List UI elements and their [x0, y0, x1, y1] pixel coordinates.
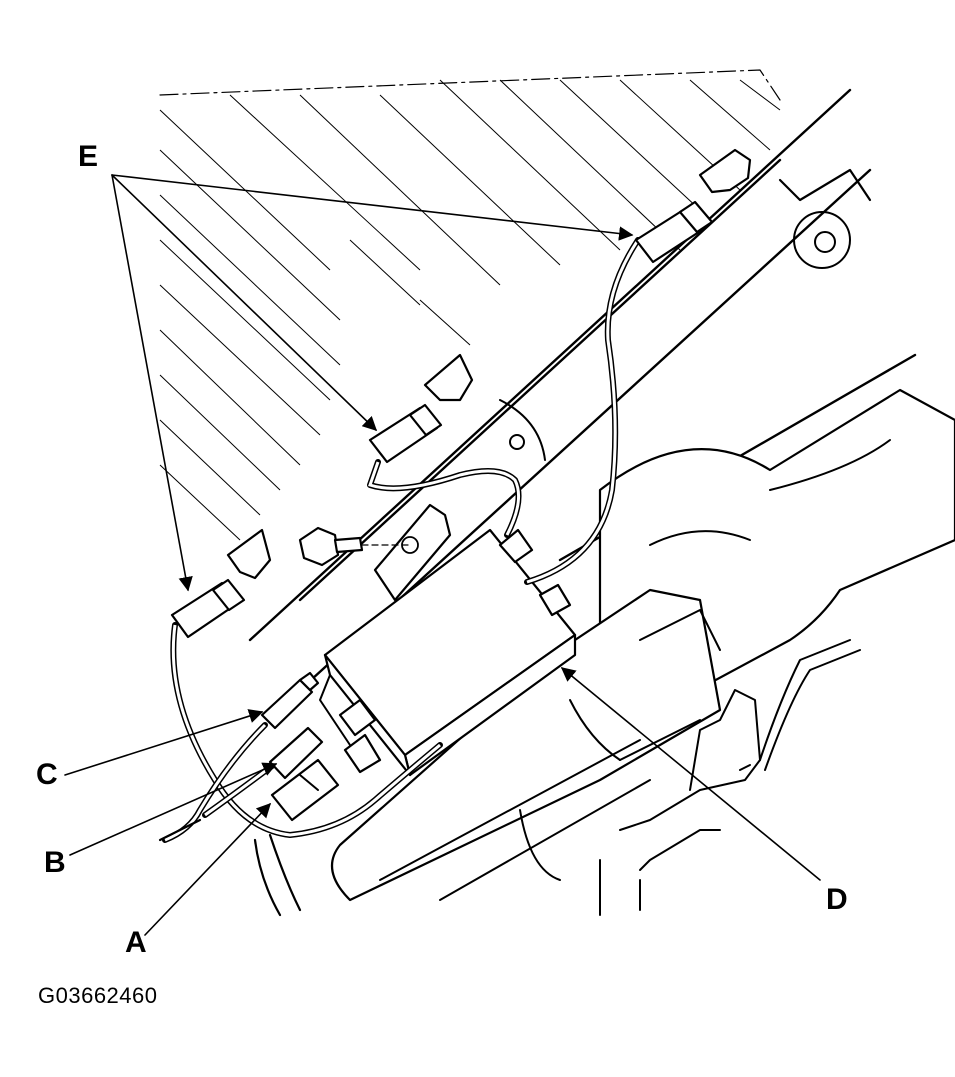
tube-assembly [330, 388, 955, 902]
control-unit [319, 503, 577, 777]
connectors-abc [260, 671, 340, 822]
lower-bracket [599, 639, 861, 916]
hatched-panel [159, 69, 781, 541]
leader-e-1 [111, 174, 634, 241]
leader-d [560, 667, 821, 881]
leader-e-3 [111, 174, 193, 592]
callout-b: B [44, 846, 66, 879]
leader-lines [64, 174, 821, 936]
leader-c [64, 709, 264, 776]
bracket-clips [226, 148, 752, 580]
leader-e-2 [111, 174, 378, 432]
callout-e: E [78, 140, 99, 173]
mounting-bolt [298, 526, 419, 567]
leader-b [69, 762, 278, 856]
callout-a: A [125, 926, 147, 959]
connector-e-top [170, 200, 714, 639]
leader-a [144, 802, 271, 936]
wire-harness [158, 237, 641, 917]
callout-d: D [826, 883, 848, 916]
figure-id: G03662460 [38, 983, 158, 1008]
callout-c: C [36, 758, 58, 791]
